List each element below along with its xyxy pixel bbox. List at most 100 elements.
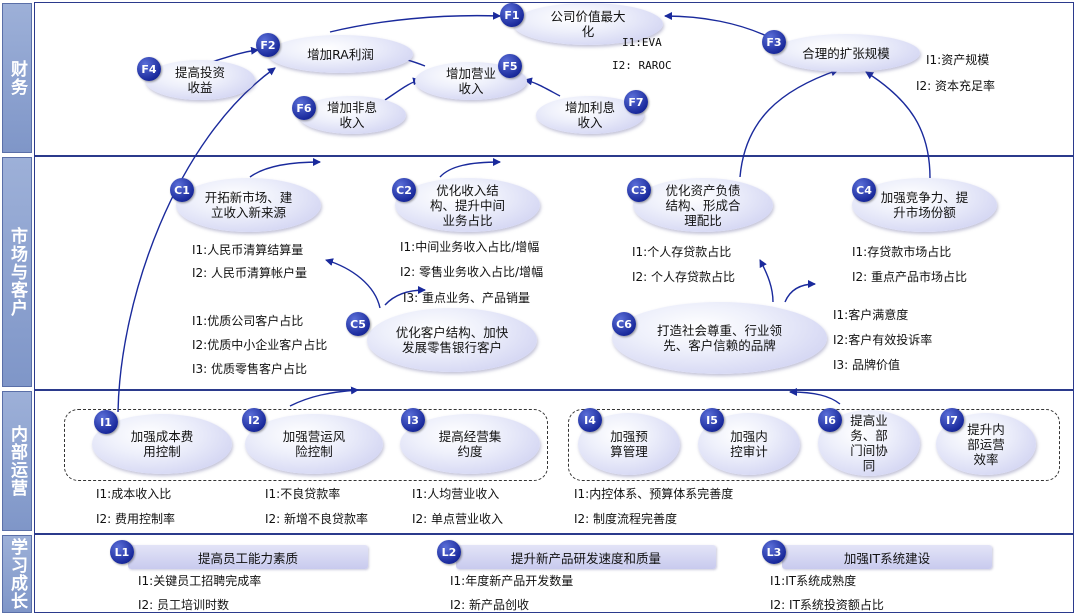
indicator-i3-i2: I2: 单点营业收入 — [412, 512, 504, 526]
node-label: 加强成本费用控制 — [130, 429, 194, 459]
indicator-c5-i3: I3: 优质零售客户占比 — [192, 362, 308, 376]
indicator-l3-i1: I1:IT系统成熟度 — [770, 574, 857, 588]
badge-i3: I3 — [401, 408, 425, 432]
indicator-c3-i1: I1:个人存贷款占比 — [632, 245, 732, 259]
node-f3: 合理的扩张规模 — [772, 34, 920, 72]
node-label: 增加利息收入 — [564, 100, 615, 130]
node-f6: 增加非息收入 — [298, 96, 406, 134]
badge-c6: C6 — [612, 312, 636, 336]
badge-f5: F5 — [498, 54, 522, 78]
node-f7: 增加利息收入 — [536, 96, 644, 134]
indicator-c1-i2: I2: 人民币清算帐户量 — [192, 266, 308, 280]
group-internal-left — [64, 409, 548, 481]
node-label: 优化资产负债结构、形成合理配比 — [665, 182, 741, 228]
node-label: 优化收入结构、提升中间业务占比 — [429, 182, 505, 228]
node-label: 开拓新市场、建立收入新来源 — [204, 190, 293, 220]
group-internal-right — [568, 409, 1060, 481]
badge-f2: F2 — [256, 33, 280, 57]
band-internal — [34, 390, 1074, 534]
badge-f6: F6 — [292, 96, 316, 120]
node-label: 增加RA利润 — [307, 46, 374, 62]
arrow-c6-c4 — [784, 280, 816, 303]
node-label: 合理的扩张规模 — [802, 45, 890, 61]
node-f1: 公司价值最大化 — [513, 3, 663, 45]
indicator-internal-group-i1: I1:内控体系、预算体系完善度 — [574, 487, 734, 501]
node-label: 提升新产品研发速度和质量 — [510, 550, 661, 566]
node-c4: 加强竞争力、提升市场份额 — [852, 178, 997, 232]
node-label: 提升内部运营效率 — [967, 421, 1005, 467]
badge-l2: L2 — [437, 540, 461, 564]
node-l3: 加强IT系统建设 — [782, 545, 992, 569]
badge-f3: F3 — [762, 30, 786, 54]
indicator-c2-i2: I2: 零售业务收入占比/增幅 — [400, 265, 544, 279]
node-c6: 打造社会尊重、行业领先、客户信赖的品牌 — [612, 302, 827, 374]
indicator-c5-i2: I2:优质中小企业客户占比 — [192, 338, 328, 352]
band-finance — [34, 2, 1074, 156]
badge-i4: I4 — [578, 408, 602, 432]
indicator-c6-i3: I3: 品牌价值 — [833, 358, 901, 372]
indicator-i2-i2: I2: 新增不良贷款率 — [265, 512, 369, 526]
node-f4: 提高投资收益 — [145, 60, 255, 100]
indicator-c2-i1: I1:中间业务收入占比/增幅 — [400, 240, 540, 254]
badge-i2: I2 — [242, 408, 266, 432]
badge-l3: L3 — [762, 540, 786, 564]
band-label-learning: 学习成长 — [2, 535, 32, 613]
band-label-text: 市场与客户 — [7, 227, 27, 317]
node-label: 加强预算管理 — [610, 429, 648, 459]
badge-c3: C3 — [627, 178, 651, 202]
node-i5: 加强内控审计 — [698, 413, 800, 475]
badge-i6: I6 — [818, 408, 842, 432]
arrow-i2-up — [289, 386, 359, 407]
indicator-f3-i1: I1:资产规模 — [926, 53, 990, 67]
node-label: 提高投资收益 — [174, 65, 225, 95]
indicator-c1-i1: I1:人民币清算结算量 — [192, 243, 304, 257]
arrow-c3-f3 — [739, 68, 839, 178]
arrow-c1-up — [249, 158, 321, 178]
node-f2: 增加RA利润 — [268, 35, 413, 73]
indicator-c5-i1: I1:优质公司客户占比 — [192, 314, 304, 328]
node-c5: 优化客户结构、加快发展零售银行客户 — [367, 308, 537, 372]
node-c3: 优化资产负债结构、形成合理配比 — [633, 178, 773, 232]
indicator-l1-i2: I2: 员工培训时数 — [138, 598, 230, 612]
node-label: 优化客户结构、加快发展零售银行客户 — [395, 325, 509, 355]
node-l1: 提高员工能力素质 — [128, 545, 368, 569]
band-learning — [34, 534, 1074, 613]
arrow-c5-c2 — [384, 286, 426, 306]
indicator-i1-i2: I2: 费用控制率 — [96, 512, 176, 526]
node-label: 加强竞争力、提升市场份额 — [880, 190, 969, 220]
arrow-c4-f3 — [865, 71, 931, 179]
indicator-c6-i1: I1:客户满意度 — [833, 308, 909, 322]
badge-f1: F1 — [500, 3, 524, 27]
badge-c4: C4 — [852, 178, 876, 202]
arrow-i1-f2 — [117, 67, 276, 413]
badge-l1: L1 — [110, 540, 134, 564]
badge-f7: F7 — [624, 90, 648, 114]
band-market — [34, 156, 1074, 390]
indicator-f3-i2: I2: 资本充足率 — [916, 79, 996, 93]
node-label: 提高业务、部门间协同 — [850, 413, 888, 473]
band-label-market: 市场与客户 — [2, 157, 32, 387]
indicator-c3-i2: I2: 个人存贷款占比 — [632, 270, 736, 284]
badge-i1: I1 — [94, 410, 118, 434]
indicator-i2-i1: I1:不良贷款率 — [265, 487, 341, 501]
indicator-f1-i2: I2: RAROC — [612, 59, 672, 72]
indicator-c4-i2: I2: 重点产品市场占比 — [852, 270, 968, 284]
arrow-i6-c6 — [789, 388, 841, 405]
arrow-c6-c3 — [759, 259, 774, 303]
arrow-f7-f5 — [524, 77, 561, 97]
badge-f4: F4 — [137, 57, 161, 81]
badge-i5: I5 — [700, 408, 724, 432]
band-label-finance: 财务 — [2, 3, 32, 153]
node-label: 增加非息收入 — [326, 100, 377, 130]
indicator-c6-i2: I2:客户有效投诉率 — [833, 333, 933, 347]
badge-c2: C2 — [392, 178, 416, 202]
node-label: 加强IT系统建设 — [843, 550, 931, 566]
arrow-f3-f1 — [664, 12, 776, 41]
node-i2: 加强营运风险控制 — [245, 414, 383, 474]
indicator-i1-i1: I1:成本收入比 — [96, 487, 172, 501]
node-label: 提高经营集约度 — [438, 429, 502, 459]
indicator-l1-i1: I1:关键员工招聘完成率 — [138, 574, 262, 588]
indicator-c4-i1: I1:存贷款市场占比 — [852, 245, 952, 259]
node-label: 提高员工能力素质 — [197, 550, 298, 566]
